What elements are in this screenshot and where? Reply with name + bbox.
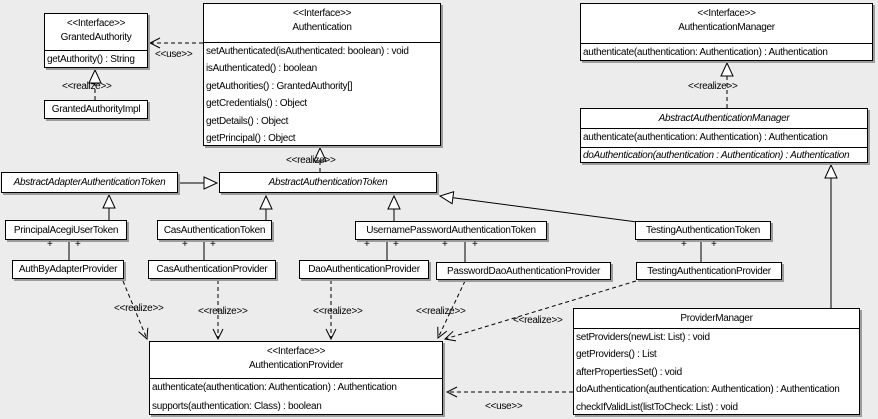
association-plus: +	[472, 239, 478, 250]
class-header: <<Interface>> AuthenticationManager	[581, 4, 872, 44]
method-label: setProviders(newList: List) : void	[576, 332, 710, 343]
class-name: AbstractAuthenticationToken	[268, 177, 388, 188]
class-name: GrantedAuthority	[60, 32, 132, 43]
class-name: ProviderManager	[574, 309, 859, 329]
class-password-dao-authentication-provider[interactable]: PasswordDaoAuthenticationProvider	[436, 262, 611, 280]
class-name: Authentication	[292, 22, 352, 33]
class-name: AbstractAuthenticationManager	[581, 109, 867, 129]
class-name: GrantedAuthorityImpl	[51, 104, 141, 115]
class-name: CasAuthenticationToken	[163, 224, 266, 236]
edge-gen-testingtoken-abstracttoken	[438, 191, 638, 223]
class-testing-authentication-provider[interactable]: TestingAuthenticationProvider	[636, 262, 782, 280]
method-label: authenticate(authentication: Authenticat…	[581, 129, 867, 148]
stereotype-label: <<Interface>>	[697, 8, 756, 19]
class-principal-acegi-user-token[interactable]: PrincipalAcegiUserToken	[5, 220, 127, 240]
class-name: AuthByAdapterProvider	[18, 264, 118, 275]
class-authentication[interactable]: <<Interface>> Authentication setAuthenti…	[203, 3, 441, 146]
class-name: UsernamePasswordAuthenticationToken	[366, 225, 536, 236]
realize-label: <<realize>>	[286, 155, 336, 166]
method-label: supports(authentication: Class) : boolea…	[152, 400, 322, 412]
class-name: TestingAuthenticationToken	[646, 225, 760, 236]
use-label: <<use>>	[155, 49, 193, 60]
stereotype-label: <<Interface>>	[66, 18, 126, 29]
class-header: <<Interface>> AuthenticationProvider	[150, 342, 442, 379]
use-label: <<use>>	[485, 401, 523, 412]
association-plus: +	[393, 239, 399, 250]
class-abstract-authentication-manager[interactable]: AbstractAuthenticationManager authentica…	[580, 108, 868, 163]
method-label: getDetails() : Object	[206, 115, 289, 127]
class-name: PasswordDaoAuthenticationProvider	[447, 265, 600, 277]
realize-label: <<realize>>	[198, 306, 248, 317]
class-name: PrincipalAcegiUserToken	[13, 224, 119, 236]
method-label: getPrincipal() : Object	[206, 132, 296, 144]
method-label: authenticate(authentication: Authenticat…	[152, 382, 397, 393]
stereotype-label: <<Interface>>	[266, 346, 326, 357]
association-plus: +	[711, 239, 717, 250]
class-name: DaoAuthenticationProvider	[308, 264, 420, 275]
class-granted-authority-impl[interactable]: GrantedAuthorityImpl	[44, 100, 148, 119]
class-abstract-authentication-token[interactable]: AbstractAuthenticationToken	[219, 172, 437, 193]
class-provider-manager[interactable]: ProviderManager setProviders(newList: Li…	[573, 308, 860, 415]
realize-label: <<realize>>	[513, 315, 563, 326]
association-plus: +	[47, 239, 53, 250]
method-label: doAuthentication(authentication : Authen…	[583, 150, 850, 161]
method-label: authenticate(authentication: Authenticat…	[583, 47, 828, 58]
class-name: TestingAuthenticationProvider	[647, 265, 771, 277]
association-plus: +	[442, 239, 448, 250]
method-label: getAuthority() : String	[47, 54, 135, 65]
class-name: CasAuthenticationProvider	[156, 264, 268, 275]
class-abstract-adapter-authentication-token[interactable]: AbstractAdapterAuthenticationToken	[1, 172, 178, 193]
class-name: AuthenticationManager	[678, 22, 775, 33]
realize-label: <<realize>>	[416, 306, 466, 317]
class-granted-authority[interactable]: <<Interface>> GrantedAuthority getAuthor…	[44, 13, 148, 68]
association-plus: +	[182, 239, 188, 250]
association-plus: +	[681, 239, 687, 250]
method-label: afterPropertiesSet() : void	[576, 366, 682, 378]
method-label: doAuthentication(authentication: Authent…	[576, 384, 840, 396]
method-label: getAuthorities() : GrantedAuthority[]	[206, 80, 353, 92]
method-label: getCredentials() : Object	[206, 98, 307, 110]
class-name: AbstractAdapterAuthenticationToken	[13, 177, 166, 188]
class-dao-authentication-provider[interactable]: DaoAuthenticationProvider	[299, 260, 429, 279]
class-header: <<Interface>> GrantedAuthority	[45, 14, 147, 51]
realize-label: <<realize>>	[688, 81, 738, 92]
association-plus: +	[75, 239, 81, 250]
class-name: AuthenticationProvider	[248, 360, 343, 371]
realize-label: <<realize>>	[313, 306, 363, 317]
realize-label: <<realize>>	[114, 303, 164, 314]
association-plus: +	[364, 239, 370, 250]
class-authentication-provider[interactable]: <<Interface>> AuthenticationProvider aut…	[149, 341, 443, 415]
class-username-password-authentication-token[interactable]: UsernamePasswordAuthenticationToken	[355, 221, 547, 240]
class-cas-authentication-provider[interactable]: CasAuthenticationProvider	[148, 260, 276, 279]
class-authentication-manager[interactable]: <<Interface>> AuthenticationManager auth…	[580, 3, 873, 61]
method-label: setAuthenticated(isAuthenticated: boolea…	[206, 46, 409, 57]
method-label: getProviders() : List	[576, 349, 657, 361]
class-auth-by-adapter-provider[interactable]: AuthByAdapterProvider	[12, 260, 124, 279]
method-label: isAuthenticated() : boolean	[206, 63, 317, 75]
association-plus: +	[210, 239, 216, 250]
method-label: checkIfValidList(listToCheck: List) : vo…	[576, 401, 738, 413]
class-header: <<Interface>> Authentication	[204, 4, 440, 43]
realize-label: <<realize>>	[62, 81, 112, 92]
class-cas-authentication-token[interactable]: CasAuthenticationToken	[157, 220, 272, 240]
stereotype-label: <<Interface>>	[292, 8, 352, 19]
class-testing-authentication-token[interactable]: TestingAuthenticationToken	[635, 221, 771, 240]
